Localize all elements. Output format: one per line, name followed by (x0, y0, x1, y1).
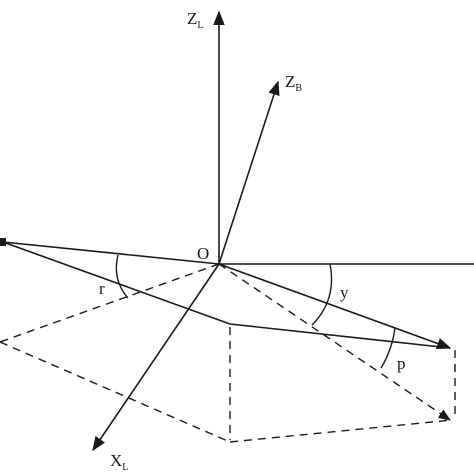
zb-axis-label: ZB (285, 72, 302, 94)
xl-axis (92, 263, 220, 452)
pitch-angle-arc (380, 327, 396, 369)
yaw-angle-label: y (340, 283, 349, 302)
zb-axis (218, 80, 280, 265)
xl-axis-label: XL (110, 451, 128, 473)
zl-axis-label: ZL (187, 9, 204, 31)
projected-front-edge (229, 323, 451, 349)
projected-left-edge (2, 241, 231, 325)
dashed-line-bottom-left (0, 341, 231, 443)
yaw-angle-arc (311, 263, 333, 326)
left-ray (2, 241, 220, 265)
pitch-angle-label: p (397, 354, 406, 373)
dashed-line-bottom (229, 419, 453, 443)
body-vector (218, 263, 452, 349)
roll-angle-label: r (99, 279, 105, 298)
dashed-line-left (0, 263, 220, 343)
origin-label: O (197, 244, 209, 263)
roll-angle-arc (115, 254, 129, 299)
left-endpoint-marker (0, 238, 6, 246)
dashed-diagonal-vector (218, 263, 452, 421)
